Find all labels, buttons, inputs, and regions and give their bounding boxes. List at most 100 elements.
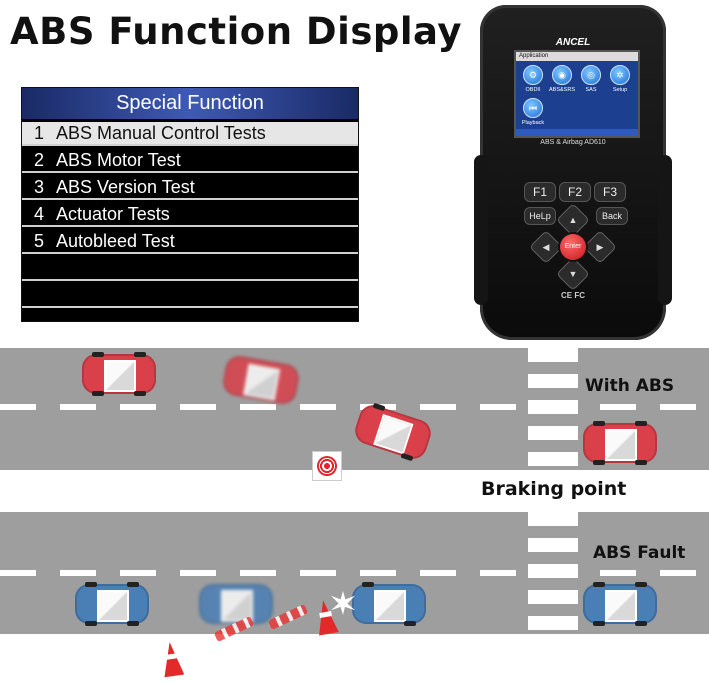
car-wheel [404,621,416,626]
traffic-cone-icon [159,640,185,678]
device-screen: Application ⚙OBDII ◉ABS&SRS ◎SAS ✲Setup … [514,50,640,138]
car-window [605,429,637,461]
car-wheel [127,621,139,626]
menu-item-number: 4 [34,204,45,224]
lane-marking [0,404,709,410]
menu-item-label: Autobleed Test [56,231,175,251]
app-setup[interactable]: ✲ Setup [607,65,633,93]
lane-marking [0,570,709,576]
screen-footer-bar [516,129,638,136]
crosswalk [528,512,578,634]
certification-marks: CE FC [561,291,585,300]
device-brand-logo: ANCEL [555,37,591,48]
car-wheel [635,582,647,587]
red-car-stopped [583,421,657,465]
arrow-down-icon: ▼ [568,269,578,279]
car-wheel [593,460,605,465]
app-label: ABS&SRS [549,87,575,93]
arrow-right-icon: ▶ [596,242,604,252]
car-wheel [85,582,97,587]
app-label: Playback [521,120,545,126]
menu-title: Special Function [22,88,358,119]
car-wheel [593,621,605,626]
menu-empty-row [22,311,358,321]
braking-point-label: Braking point [481,478,627,500]
app-sas[interactable]: ◎ SAS [578,65,604,93]
left-arrow-button[interactable]: ◀ [529,230,563,264]
page-headline: ABS Function Display [10,10,462,53]
rewind-icon: ⏮ [523,98,543,118]
arrow-up-icon: ▲ [568,215,578,225]
car-window [97,590,129,622]
menu-item-autobleed-test[interactable]: 5 Autobleed Test [22,230,358,254]
app-label: Setup [612,87,628,93]
car-wheel [593,421,605,426]
car-wheel [127,582,139,587]
blue-car-ahead [583,582,657,626]
device-grip-left [474,155,488,305]
blue-car [75,582,149,626]
car-window [605,590,637,622]
car-wheel [85,621,97,626]
menu-empty-row [22,284,358,308]
car-wheel [635,460,647,465]
back-button[interactable]: Back [596,207,628,225]
menu-item-abs-manual-control-tests[interactable]: 1 ABS Manual Control Tests [22,122,358,146]
menu-item-number: 5 [34,231,45,251]
help-button[interactable]: HeLp [524,207,556,225]
up-arrow-button[interactable]: ▲ [556,203,590,237]
car-wheel [635,621,647,626]
screen-title-bar: Application [516,52,638,61]
device-model-label: ABS & Airbag AD610 [540,139,606,146]
menu-item-label: ABS Motor Test [56,150,181,170]
blue-car-crashed [352,582,426,626]
engine-icon: ⚙ [523,65,543,85]
menu-item-actuator-tests[interactable]: 4 Actuator Tests [22,203,358,227]
menu-item-label: ABS Manual Control Tests [56,123,266,143]
menu-item-number: 3 [34,177,45,197]
car-wheel [362,582,374,587]
menu-item-abs-version-test[interactable]: 3 ABS Version Test [22,176,358,200]
device-grip-right [658,155,672,305]
menu-item-number: 1 [34,123,45,143]
car-wheel [593,582,605,587]
app-obdii[interactable]: ⚙ OBDII [520,65,546,93]
direction-pad: ▲ ▼ ◀ ▶ Enter [529,203,617,291]
menu-item-label: ABS Version Test [56,177,195,197]
menu-item-number: 2 [34,150,45,170]
f3-button[interactable]: F3 [594,182,626,202]
car-wheel [635,421,647,426]
car-wheel [92,352,104,357]
crosswalk [528,348,578,470]
car-window [104,360,136,392]
car-window [243,363,281,401]
menu-item-abs-motor-test[interactable]: 2 ABS Motor Test [22,149,358,173]
car-window [373,414,414,455]
f1-button[interactable]: F1 [524,182,556,202]
enter-button[interactable]: Enter [560,234,586,260]
blue-car-skidding [199,584,273,624]
car-wheel [134,391,146,396]
braking-target-icon [312,451,342,481]
with-abs-label: With ABS [585,376,675,396]
app-label: OBDII [525,87,541,93]
car-wheel [134,352,146,357]
down-arrow-button[interactable]: ▼ [556,257,590,291]
f2-button[interactable]: F2 [559,182,591,202]
app-abs-srs[interactable]: ◉ ABS&SRS [549,65,575,93]
gear-icon: ✲ [610,65,630,85]
airbag-icon: ◉ [552,65,572,85]
right-arrow-button[interactable]: ▶ [583,230,617,264]
car-window [374,590,406,622]
red-car [82,352,156,396]
arrow-left-icon: ◀ [542,242,550,252]
menu-item-label: Actuator Tests [56,204,170,224]
special-function-menu: Special Function 1 ABS Manual Control Tes… [21,87,359,322]
app-label: SAS [585,87,597,93]
menu-empty-row [22,257,358,281]
car-wheel [92,391,104,396]
obd-scanner-device: ANCEL Application ⚙ OBDII ◉ ABS&SRS ◎ SAS ✲… [474,5,672,340]
abs-fault-label: ABS Fault [593,543,686,563]
app-playback[interactable]: ⏮ Playback [520,98,546,126]
steering-wheel-icon: ◎ [581,65,601,85]
